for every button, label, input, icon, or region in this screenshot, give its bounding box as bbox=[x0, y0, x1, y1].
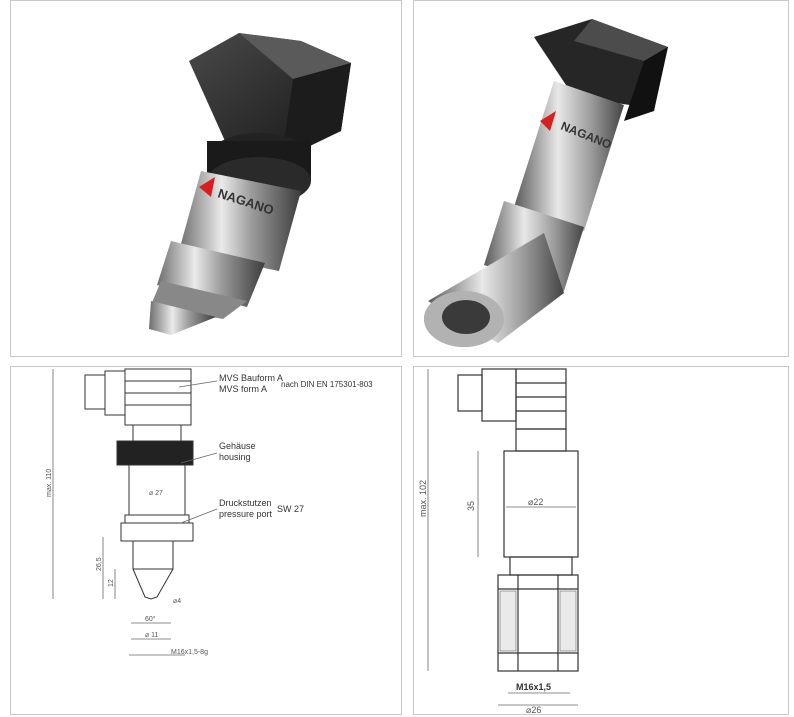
svg-text:⌀ 11: ⌀ 11 bbox=[145, 632, 159, 639]
svg-text:⌀ 27: ⌀ 27 bbox=[149, 490, 163, 497]
technical-drawing-male-thread: MVS Bauform A MVS form A nach DIN EN 175… bbox=[10, 366, 402, 715]
svg-text:26,5: 26,5 bbox=[96, 557, 103, 571]
svg-text:M16x1,5: M16x1,5 bbox=[516, 682, 551, 692]
technical-drawing-female-thread: max. 102 35 ⌀22 M16x1,5 ⌀26 bbox=[413, 366, 789, 715]
svg-text:Gehäuse: Gehäuse bbox=[219, 441, 256, 451]
steel-body bbox=[149, 171, 301, 335]
svg-text:M16x1,5-8g: M16x1,5-8g bbox=[171, 649, 208, 656]
svg-text:max. 110: max. 110 bbox=[46, 469, 53, 497]
svg-text:MVS form A: MVS form A bbox=[219, 384, 267, 394]
connector-housing bbox=[189, 33, 351, 161]
svg-text:35: 35 bbox=[466, 501, 476, 511]
svg-text:60°: 60° bbox=[145, 615, 156, 623]
svg-text:Druckstutzen: Druckstutzen bbox=[219, 498, 272, 508]
svg-text:pressure port: pressure port bbox=[219, 509, 273, 519]
female-port bbox=[424, 233, 564, 347]
connector-housing bbox=[534, 19, 668, 121]
svg-text:SW 27: SW 27 bbox=[277, 504, 304, 514]
svg-text:max. 102: max. 102 bbox=[418, 480, 428, 517]
product-photo-female-thread: NAGANO bbox=[413, 0, 789, 357]
drawing-outline bbox=[457, 368, 579, 672]
svg-text:nach DIN EN 175301-803: nach DIN EN 175301-803 bbox=[281, 380, 373, 389]
svg-text:⌀22: ⌀22 bbox=[528, 497, 543, 507]
product-photo-male-thread: NAGANO bbox=[10, 0, 402, 357]
svg-text:⌀26: ⌀26 bbox=[526, 705, 541, 715]
svg-text:⌀4: ⌀4 bbox=[173, 598, 181, 605]
svg-text:MVS Bauform A: MVS Bauform A bbox=[219, 373, 283, 383]
section-hatching bbox=[499, 590, 577, 652]
svg-text:12: 12 bbox=[108, 579, 115, 587]
svg-text:housing: housing bbox=[219, 452, 251, 462]
drawing-outline bbox=[84, 368, 194, 600]
dimension-lines bbox=[427, 369, 578, 706]
dimension-lines bbox=[52, 369, 218, 656]
